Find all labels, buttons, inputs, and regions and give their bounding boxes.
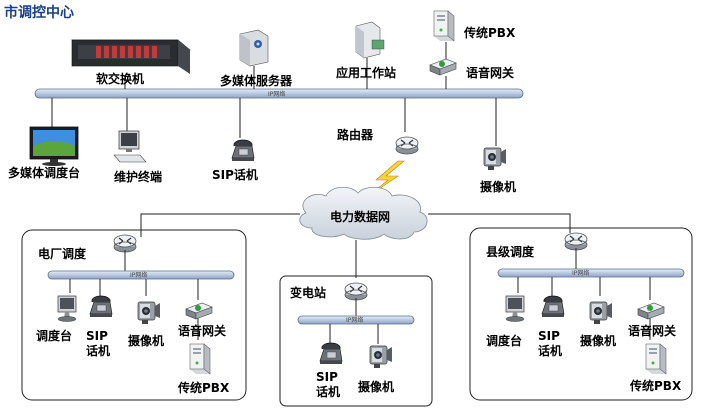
substation-camera-label: 摄像机 [358, 379, 394, 394]
media-server-label: 多媒体服务器 [220, 73, 293, 88]
county-dispatch-box [469, 227, 693, 401]
county-pbx-label: 传统PBX [629, 378, 682, 393]
maintenance-terminal-label: 维护终端 [114, 169, 162, 184]
plant-bus-label: IP网络 [130, 271, 147, 279]
county-sip-label-2: 话机 [538, 343, 562, 358]
county-console-label: 调度台 [486, 333, 522, 348]
substation-camera-icon [369, 345, 393, 369]
substation-sip-phone-icon [319, 342, 343, 365]
center-bus-links [51, 42, 497, 146]
center-camera-icon [483, 147, 507, 171]
center-voice-gateway-label: 语音网关 [466, 65, 514, 80]
county-sip-label-1: SIP [538, 329, 560, 343]
media-server-icon [239, 29, 269, 67]
substation-ip-bus [297, 315, 415, 325]
substation-bus-label: IP网络 [346, 316, 363, 324]
lightning-link-icon [365, 160, 405, 199]
app-workstation-label: 应用工作站 [336, 65, 396, 80]
plant-voice-gateway-label: 语音网关 [178, 323, 226, 338]
plant-voice-gateway-icon [185, 302, 213, 320]
plant-console-icon [57, 295, 77, 322]
center-pbx-icon [433, 10, 455, 42]
county-bus-links [517, 277, 651, 340]
app-workstation-icon [355, 21, 385, 59]
county-camera-label: 摄像机 [580, 333, 616, 348]
center-sip-phone-icon [231, 139, 255, 162]
county-ip-bus [497, 268, 685, 278]
county-bus-label: IP网络 [572, 269, 589, 277]
county-voice-gateway-icon [637, 302, 665, 320]
plant-camera-icon [137, 301, 161, 325]
center-router-label: 路由器 [337, 127, 374, 142]
plant-sip-label-2: 话机 [86, 343, 110, 358]
soft-switch-label: 软交换机 [96, 71, 144, 86]
substation-router-icon [344, 282, 368, 301]
plant-sip-label-1: SIP [86, 329, 108, 343]
county-router-icon [564, 232, 588, 251]
plant-router-icon [113, 234, 137, 253]
maintenance-terminal-icon [113, 130, 147, 163]
substation-sip-label-2: 话机 [316, 384, 340, 399]
plant-camera-label: 摄像机 [128, 333, 164, 348]
substation-sip-label-1: SIP [316, 370, 338, 384]
county-console-icon [505, 295, 525, 322]
county-title: 县级调度 [486, 244, 535, 259]
media-console-icon [29, 126, 79, 166]
plant-title: 电厂调度 [38, 246, 87, 261]
soft-switch-device [71, 39, 191, 74]
county-sip-phone-icon [541, 295, 565, 318]
county-camera-icon [589, 301, 613, 325]
cloud-label: 电力数据网 [330, 209, 390, 224]
plant-sip-phone-icon [89, 295, 113, 318]
county-voice-gateway-label: 语音网关 [628, 323, 676, 338]
substation-title: 变电站 [290, 285, 326, 300]
wan-links [140, 213, 571, 278]
power-data-network-cloud: 电力数据网 [299, 186, 428, 240]
plant-console-label: 调度台 [36, 328, 72, 343]
plant-pbx-label: 传统PBX [177, 380, 230, 395]
county-pbx-icon [645, 343, 667, 375]
center-pbx-label: 传统PBX [463, 25, 516, 40]
center-voice-gateway-icon [429, 58, 457, 76]
plant-dispatch-box [21, 229, 247, 401]
substation-box [279, 275, 433, 407]
center-router-icon [395, 136, 419, 155]
center-sip-phone-label: SIP话机 [212, 167, 258, 182]
center-ip-bus: IP网络 [34, 88, 524, 99]
center-camera-label: 摄像机 [480, 179, 516, 194]
diagram-title: 市调控中心 [4, 4, 74, 21]
plant-pbx-icon [189, 343, 211, 375]
substation-bus-links [329, 324, 379, 344]
center-bus-label: IP网络 [268, 90, 285, 98]
plant-ip-bus [47, 270, 235, 280]
plant-bus-links [69, 279, 199, 340]
media-console-label: 多媒体调度台 [8, 165, 80, 180]
